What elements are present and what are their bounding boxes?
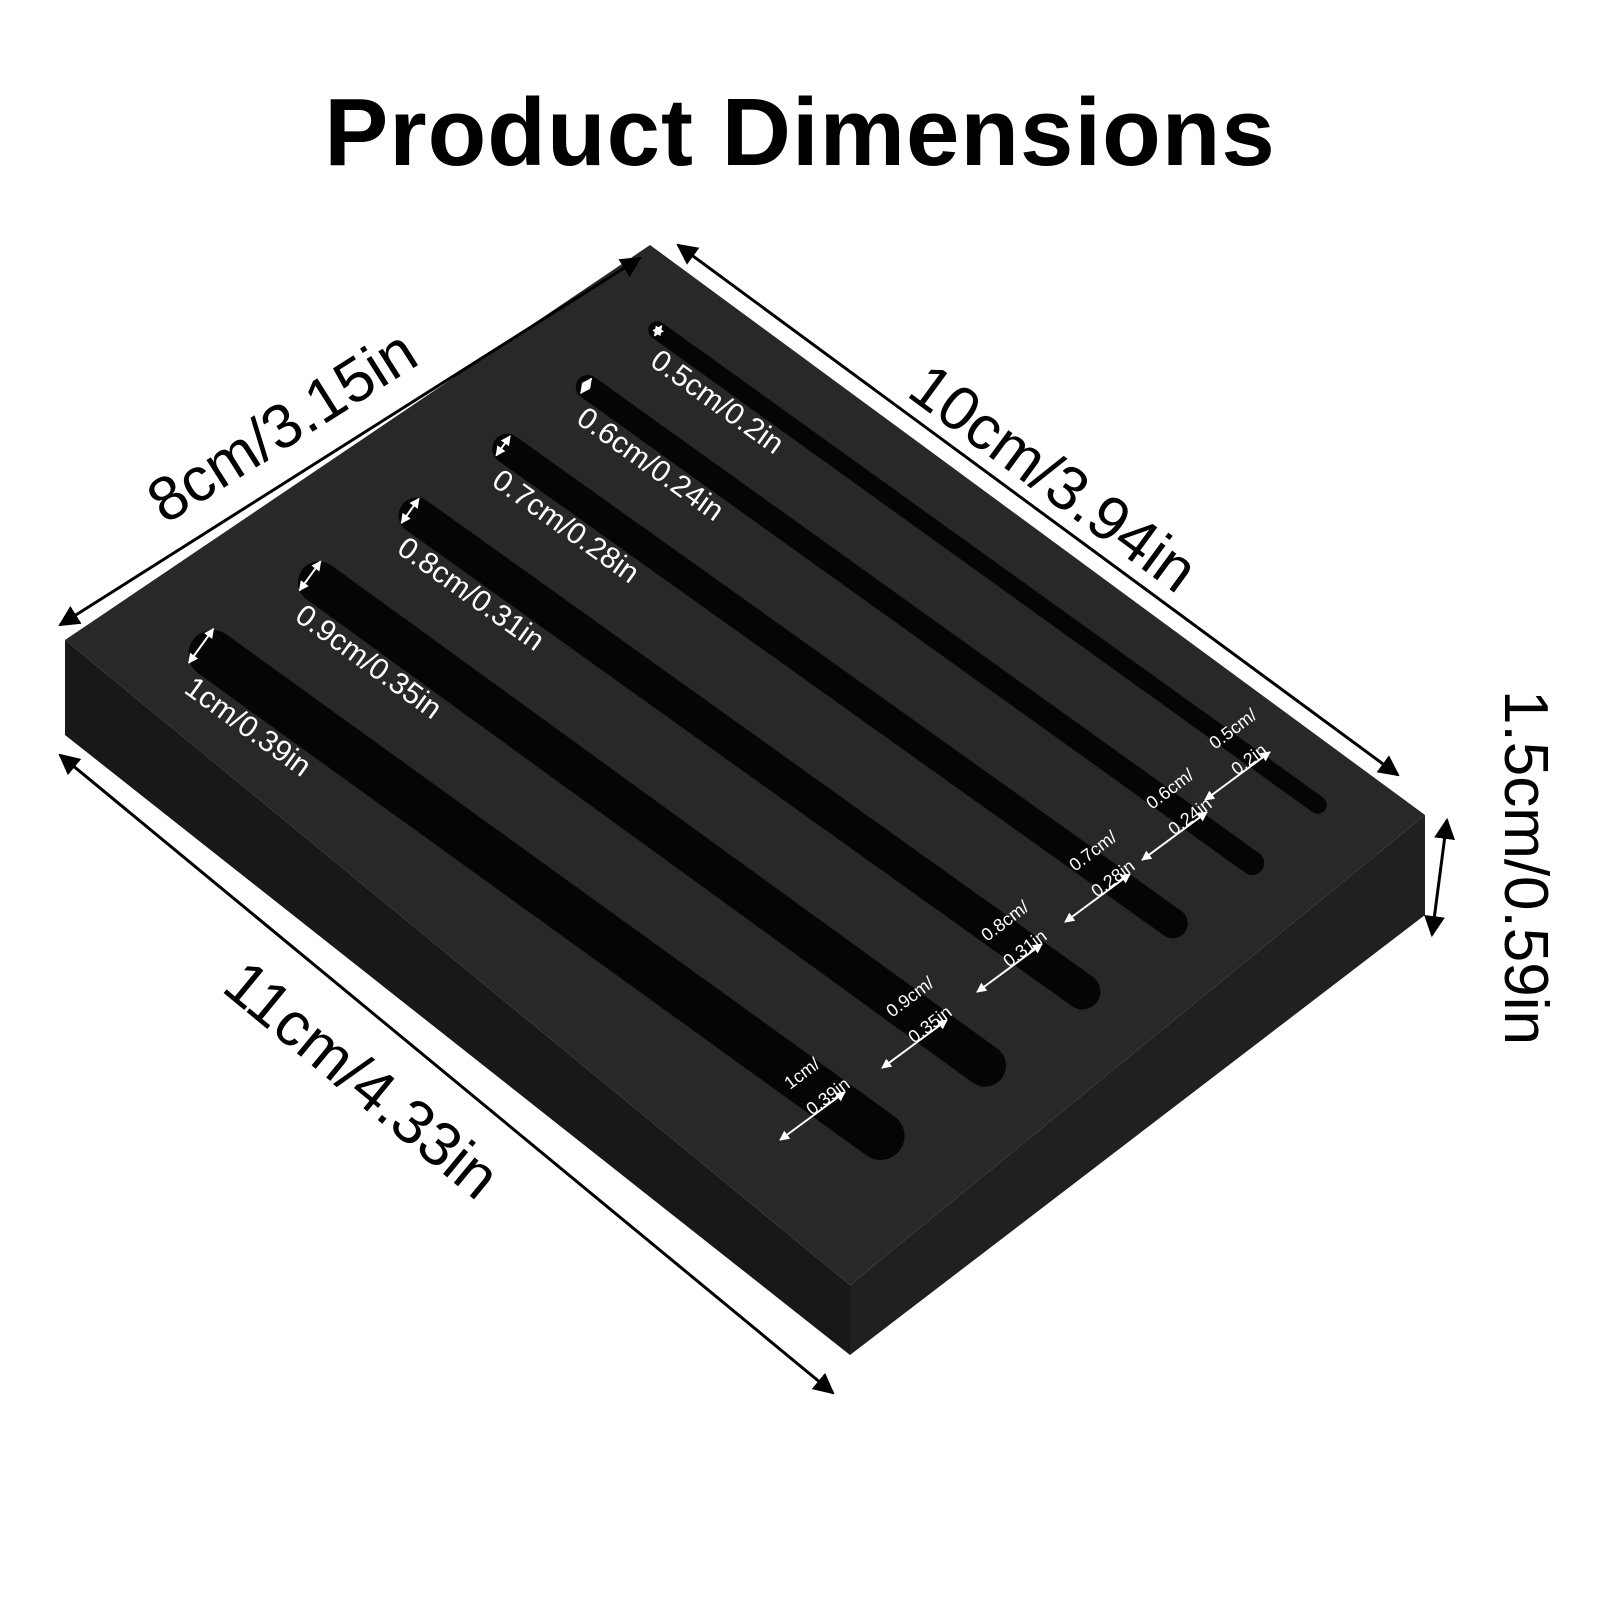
page-title: Product Dimensions (324, 79, 1276, 186)
channel-end-arrow (1064, 873, 1131, 923)
diagonal-length-arrow (58, 753, 835, 1395)
channel-end-arrow (1141, 811, 1208, 861)
mold-side-face (850, 815, 1425, 1355)
length-arrow (676, 243, 1400, 777)
channel-width-arrow (188, 628, 215, 664)
height-arrow (1424, 817, 1455, 938)
channel-end-arrow (881, 1019, 948, 1069)
height-dimension: 1.5cm/0.59in (1424, 690, 1560, 1045)
channel-end-arrow (976, 943, 1043, 993)
height-label: 1.5cm/0.59in (1491, 690, 1560, 1045)
width-arrow (58, 256, 642, 627)
channel-width-arrow (652, 325, 664, 337)
